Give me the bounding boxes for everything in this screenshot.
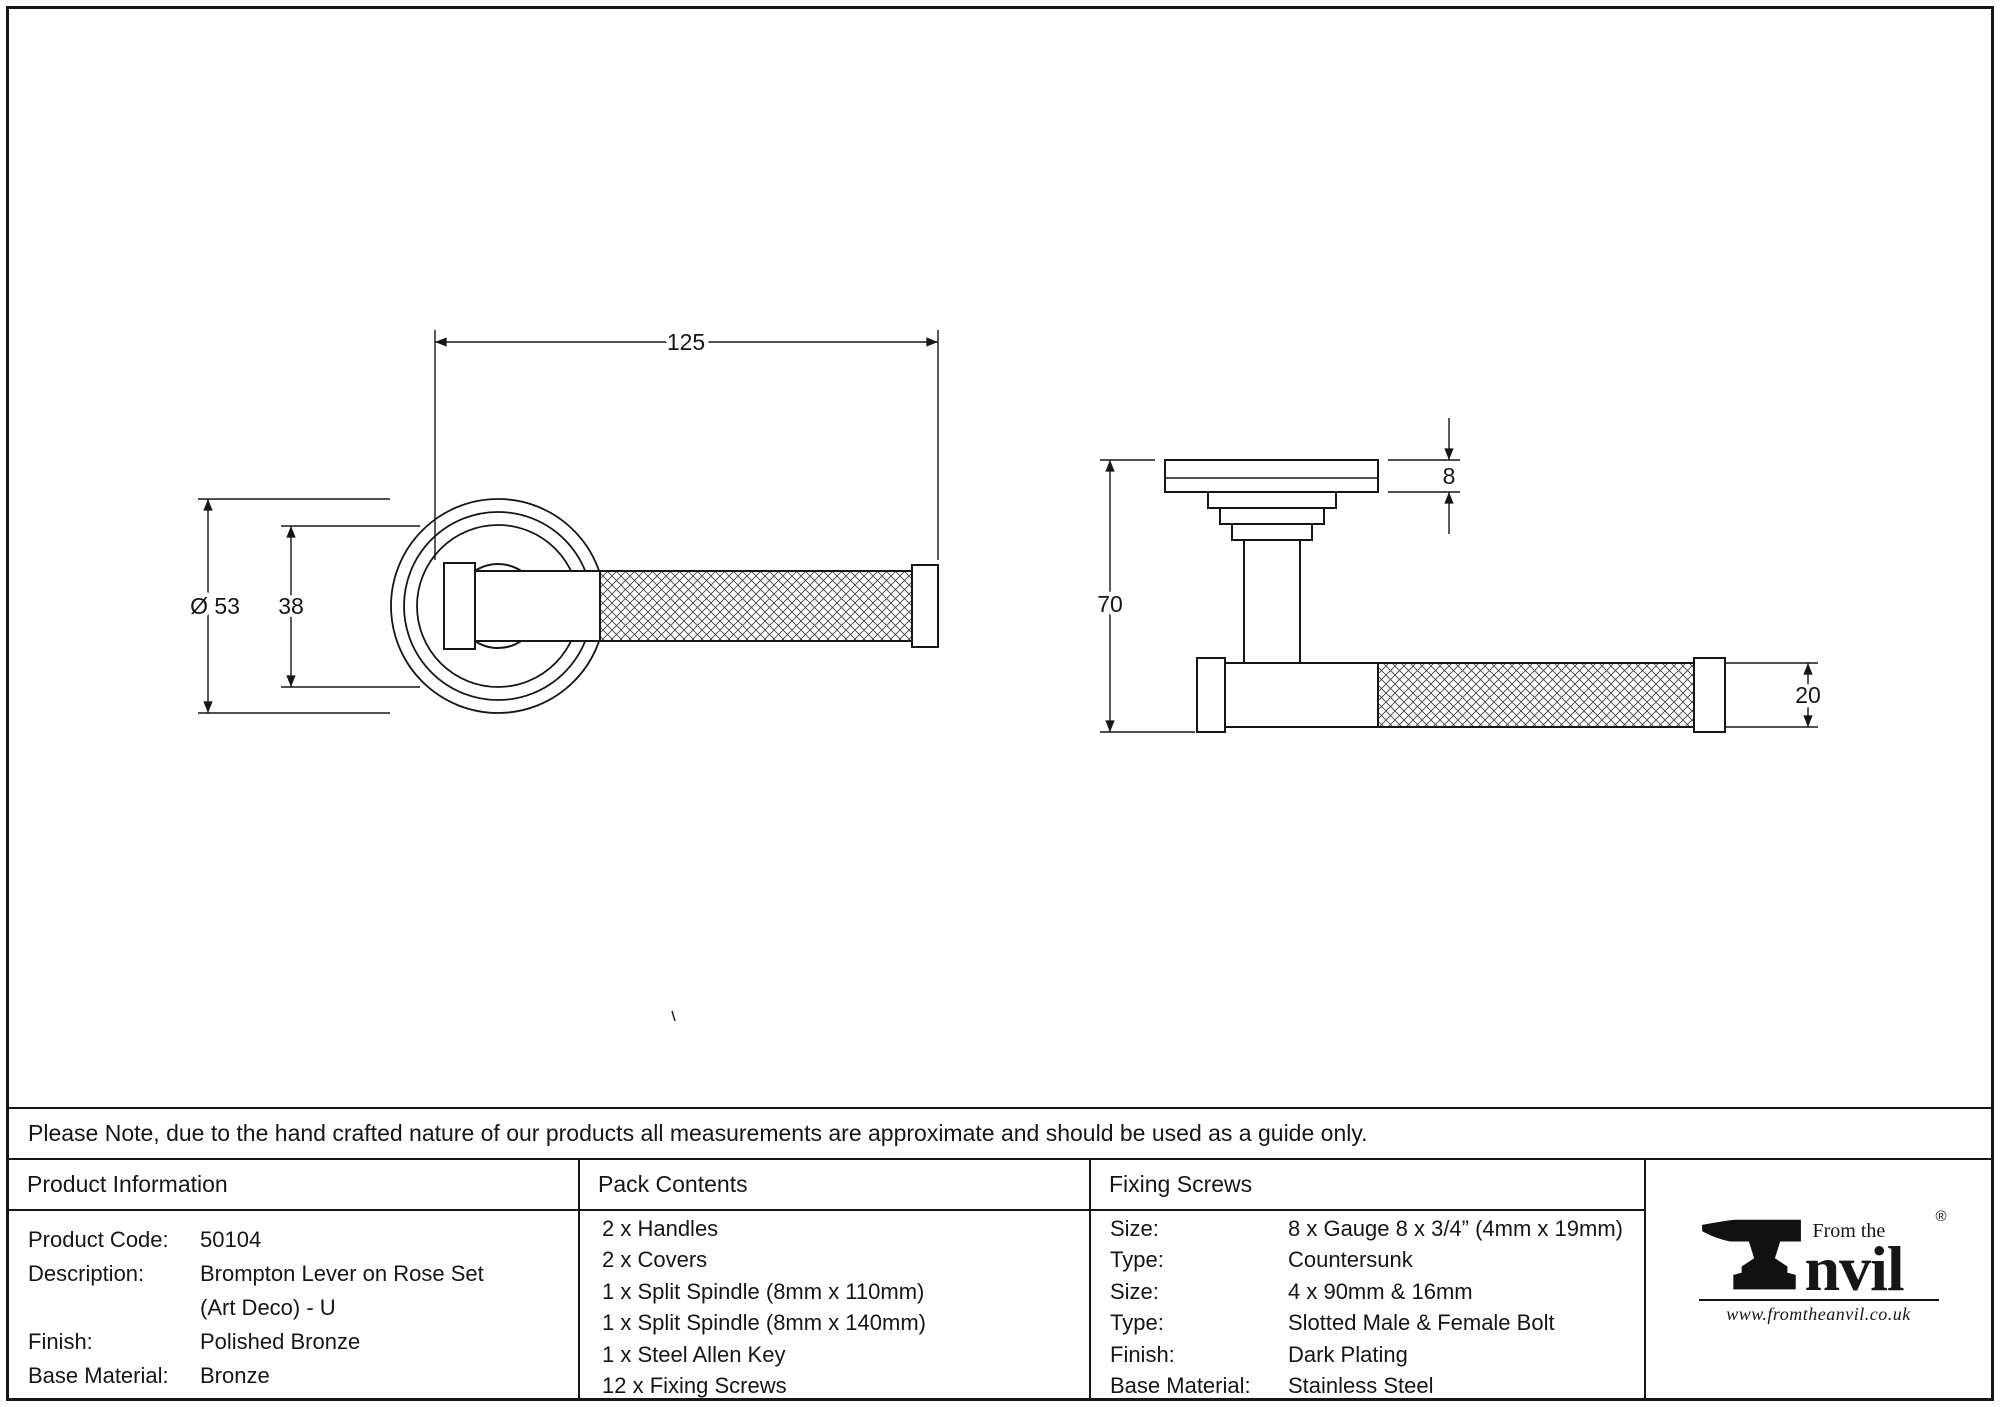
pack-contents-item: 12 x Fixing Screws bbox=[602, 1373, 787, 1398]
dim-length: 125 bbox=[434, 325, 939, 560]
rose-side bbox=[1164, 459, 1379, 541]
stray-mark bbox=[671, 1010, 676, 1022]
lever-side bbox=[1196, 657, 1726, 733]
dim-bar-diameter: 20 bbox=[1725, 662, 1825, 728]
anvil-logo-icon bbox=[1701, 1219, 1801, 1290]
registered-trademark-symbol: ® bbox=[1935, 1208, 1947, 1225]
pack-contents-item: 1 x Split Spindle (8mm x 140mm) bbox=[602, 1310, 926, 1336]
spec-sheet-page: 125 Ø 53 38 bbox=[6, 6, 1994, 1401]
fixing-screws-section: Fixing Screws Size: 8 x Gauge 8 x 3/4” (… bbox=[1091, 1160, 1646, 1398]
dim-bar-diameter-label: 20 bbox=[1795, 682, 1821, 708]
dim-projection-label: 70 bbox=[1097, 591, 1123, 617]
lever-neck bbox=[1243, 539, 1301, 664]
fixing-screws-header: Fixing Screws bbox=[1091, 1160, 1644, 1211]
fixing-screws-row: Base Material: Stainless Steel bbox=[1110, 1373, 1434, 1398]
dim-rose-inner: 38 bbox=[274, 525, 420, 688]
lever-front bbox=[443, 562, 939, 650]
brand-name: nvil bbox=[1804, 1232, 1905, 1304]
technical-drawing: 125 Ø 53 38 bbox=[186, 325, 1825, 1022]
pack-contents-item: 1 x Split Spindle (8mm x 110mm) bbox=[602, 1278, 925, 1304]
note-text: Please Note, due to the hand crafted nat… bbox=[28, 1120, 1368, 1146]
dim-length-label: 125 bbox=[667, 329, 705, 355]
spec-table: Product Information Product Code: 50104 … bbox=[9, 1158, 1991, 1398]
product-info-row: Product Code: 50104 bbox=[28, 1227, 262, 1252]
pack-contents-item: 1 x Steel Allen Key bbox=[602, 1341, 786, 1367]
dim-rose-thickness: 8 bbox=[1388, 418, 1460, 534]
pack-contents-header: Pack Contents bbox=[580, 1160, 1089, 1211]
pack-contents-body: 2 x Handles 2 x Covers 1 x Split Spindle… bbox=[580, 1211, 1089, 1398]
brand-prefix: From the bbox=[1812, 1219, 1886, 1242]
pack-contents-section: Pack Contents 2 x Handles 2 x Covers 1 x… bbox=[580, 1160, 1091, 1398]
fixing-screws-row: Type: Slotted Male & Female Bolt bbox=[1110, 1310, 1555, 1336]
fixing-screws-row: Type: Countersunk bbox=[1110, 1247, 1413, 1273]
product-information-body: Product Code: 50104 Description: Brompto… bbox=[9, 1211, 578, 1398]
dim-rose-diameter-label: Ø 53 bbox=[190, 593, 240, 619]
brand-divider bbox=[1698, 1299, 1939, 1301]
product-information-section: Product Information Product Code: 50104 … bbox=[9, 1160, 580, 1398]
pack-contents-item: 2 x Handles bbox=[602, 1215, 719, 1241]
dim-rose-thickness-label: 8 bbox=[1443, 463, 1456, 489]
product-info-row: Description: Brompton Lever on Rose Set bbox=[28, 1261, 484, 1286]
front-view-drawing: 125 Ø 53 38 bbox=[186, 325, 939, 714]
fixing-screws-row: Size: 8 x Gauge 8 x 3/4” (4mm x 19mm) bbox=[1110, 1215, 1623, 1241]
product-info-row: Finish: Polished Bronze bbox=[28, 1329, 361, 1354]
product-info-row: Base Material: Bronze bbox=[28, 1363, 270, 1388]
side-view-drawing: 70 8 20 bbox=[1093, 418, 1825, 733]
brand-website: www.fromtheanvil.co.uk bbox=[1726, 1304, 1911, 1324]
brand-cell: From the nvil ® www.fromtheanvil.co.uk bbox=[1646, 1160, 1991, 1398]
dim-projection: 70 bbox=[1093, 459, 1195, 733]
dim-rose-inner-label: 38 bbox=[278, 593, 304, 619]
product-information-header: Product Information bbox=[9, 1160, 578, 1211]
brand-logo: From the nvil ® www.fromtheanvil.co.uk bbox=[1698, 1208, 1947, 1325]
fixing-screws-row: Size: 4 x 90mm & 16mm bbox=[1110, 1278, 1473, 1304]
note-row: Please Note, due to the hand crafted nat… bbox=[9, 1107, 1991, 1158]
product-info-row: (Art Deco) - U bbox=[200, 1295, 336, 1320]
fixing-screws-body: Size: 8 x Gauge 8 x 3/4” (4mm x 19mm) Ty… bbox=[1091, 1211, 1644, 1398]
pack-contents-item: 2 x Covers bbox=[602, 1247, 708, 1273]
fixing-screws-row: Finish: Dark Plating bbox=[1110, 1341, 1408, 1367]
dim-rose-diameter: Ø 53 bbox=[186, 498, 390, 714]
